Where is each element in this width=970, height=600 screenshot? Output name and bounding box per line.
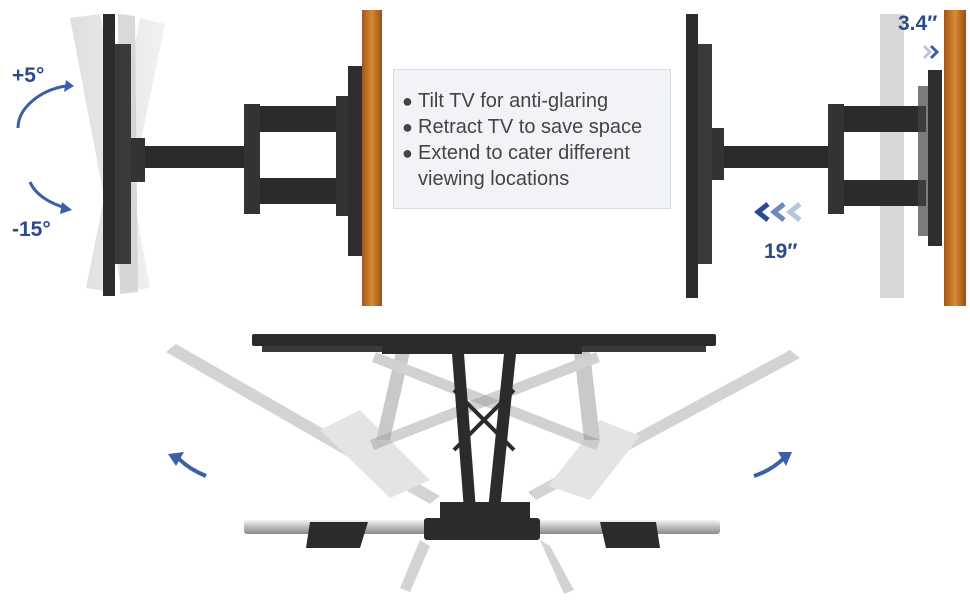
swivel-left-arrow (176, 456, 207, 478)
swivel-right-arrow (753, 456, 786, 478)
extension-label: 19″ (764, 240, 798, 263)
tv-back (698, 44, 712, 264)
feature-bullet: ● Tilt TV for anti-glaring (402, 88, 670, 114)
tilt-up-arrow (16, 84, 67, 129)
swivel-right-arrowhead (778, 452, 792, 466)
wall-bracket (306, 522, 368, 548)
wall-plate (928, 70, 942, 246)
wall (944, 10, 966, 306)
wall-plate (348, 66, 362, 256)
feature-bullet-text: Retract TV to save space (418, 116, 643, 138)
feature-bullet-text: Extend to cater different (418, 142, 630, 164)
wall-bracket (600, 522, 660, 548)
mount-arm (248, 178, 344, 204)
mount-arm (830, 106, 926, 132)
feature-bullet-continuation: viewing locations (402, 166, 670, 192)
ghost-arm-left (166, 344, 600, 504)
wall (362, 10, 382, 306)
ghost-arm-right (370, 350, 800, 500)
wall-plate-center (424, 518, 540, 540)
tilt-up-label: +5° (12, 64, 45, 87)
tilt-illustration (16, 10, 382, 306)
arm-joint (336, 96, 350, 216)
feature-info-box: ● Tilt TV for anti-glaring ● Retract TV … (393, 69, 671, 209)
tv-side (103, 14, 115, 296)
mount-arm (248, 106, 344, 132)
arm-joint (918, 86, 930, 236)
arm-joint (828, 104, 844, 214)
mount-arm (830, 180, 926, 206)
tilt-down-label: -15° (12, 218, 51, 241)
feature-bullet: ● Retract TV to save space (402, 114, 670, 140)
extend-illustration (686, 10, 966, 306)
feature-bullet: ● Extend to cater different (402, 140, 670, 166)
ghost-tv-retracted (880, 14, 904, 298)
cross-brace (452, 388, 516, 452)
ghost-arm-lower (400, 540, 574, 594)
tv-back (115, 44, 131, 264)
bullet-icon: ● (402, 91, 413, 111)
arm-joint (244, 104, 260, 214)
arm-joint (440, 502, 530, 520)
tilt-down-arrow (28, 181, 67, 210)
extension-chevrons-icon (753, 202, 802, 222)
mount-arm (488, 354, 516, 510)
mount-arm (724, 146, 840, 168)
tv-bracket (131, 138, 145, 182)
swivel-illustration (166, 334, 800, 594)
depth-chevrons-icon (922, 44, 940, 60)
bullet-icon: ● (402, 143, 413, 163)
depth-label: 3.4″ (898, 12, 938, 35)
tv-top-view (252, 334, 716, 346)
tv-side (686, 14, 698, 298)
mount-arm (145, 146, 255, 168)
swivel-left-arrowhead (168, 452, 184, 466)
bullet-icon: ● (402, 117, 413, 137)
tv-bracket (712, 128, 724, 180)
tilt-down-arrowhead (60, 202, 72, 214)
feature-bullet-text: viewing locations (418, 168, 570, 190)
feature-bullet-text: Tilt TV for anti-glaring (418, 90, 609, 112)
tilt-up-arrowhead (64, 80, 74, 92)
tv-mount-rail (382, 346, 582, 354)
